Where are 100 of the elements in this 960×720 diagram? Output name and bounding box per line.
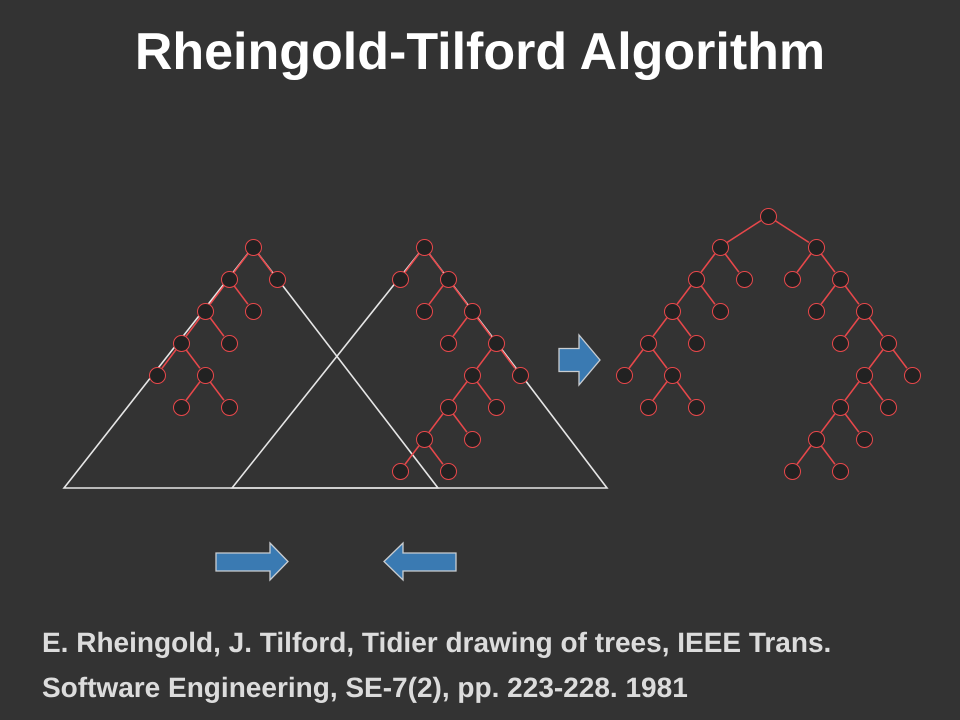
tree-edge: [452, 381, 468, 401]
tree-edge: [404, 445, 420, 465]
tree-node: [416, 238, 432, 256]
tree-node: [220, 270, 238, 288]
tree-node: [392, 462, 408, 480]
tree-edge: [820, 253, 836, 273]
tree-node: [172, 334, 190, 352]
tree-node: [416, 430, 432, 448]
tree-edge: [844, 285, 860, 305]
tree-edge: [820, 285, 836, 305]
tree-edge: [452, 285, 468, 305]
tree-edge: [257, 253, 273, 273]
tree-edge: [844, 317, 860, 337]
tree-edge: [209, 317, 225, 337]
tree-node: [688, 334, 704, 352]
tree-edge: [796, 445, 812, 465]
tree-edge: [428, 445, 444, 465]
tree-edge: [209, 381, 225, 401]
tree-node: [196, 366, 214, 384]
tree-node: [784, 462, 800, 480]
tree-node: [856, 366, 872, 384]
tree-node: [808, 430, 824, 448]
tree-edge: [185, 349, 201, 369]
tree-node: [220, 334, 238, 352]
tree-node: [736, 270, 752, 288]
tree-edge: [796, 253, 812, 273]
tree-edge: [209, 285, 225, 305]
tree-node: [856, 430, 872, 448]
tree-edge: [652, 317, 668, 337]
tree-node: [244, 302, 262, 320]
tree-node: [784, 270, 800, 288]
tree-node: [856, 302, 872, 320]
tree-edge: [476, 381, 492, 401]
tree-edge: [676, 285, 692, 305]
tree-node: [832, 270, 848, 288]
tree-edge: [700, 253, 716, 273]
tree-node: [464, 366, 480, 384]
tree-edge: [185, 317, 201, 337]
tree-node: [440, 398, 456, 416]
tree-node: [440, 334, 456, 352]
tree-edge: [185, 381, 201, 401]
tree-node: [512, 366, 528, 384]
tree-edge: [233, 253, 249, 273]
tree-edge: [161, 349, 177, 369]
tree-node: [808, 238, 824, 256]
tree-edge: [820, 413, 836, 433]
tree-node: [488, 334, 504, 352]
tree-node: [488, 398, 504, 416]
tree-node: [880, 398, 896, 416]
tree-node: [832, 334, 848, 352]
tree-edge: [628, 349, 644, 369]
tree-edge: [820, 445, 836, 465]
tree-edge: [844, 413, 860, 433]
tree-edge: [476, 317, 492, 337]
tree-node: [464, 302, 480, 320]
tree-node: [640, 334, 656, 352]
tree-edge: [726, 220, 762, 244]
tree-edge: [428, 285, 444, 305]
tree-edge: [428, 253, 444, 273]
tree-node: [832, 398, 848, 416]
tree-node: [616, 366, 632, 384]
tree-node: [832, 462, 848, 480]
tree-node: [268, 270, 286, 288]
tree-edge: [774, 220, 810, 244]
tree-edge: [676, 381, 692, 401]
tree-node: [172, 398, 190, 416]
tree-edge: [404, 253, 420, 273]
tree-edge: [700, 285, 716, 305]
tree-edge: [452, 317, 468, 337]
tree-node: [712, 302, 728, 320]
tree-edge: [676, 317, 692, 337]
tree-edge: [868, 317, 884, 337]
tree-edge: [652, 381, 668, 401]
tree-edge: [724, 253, 740, 273]
tree-edge: [428, 413, 444, 433]
tree-node: [244, 238, 262, 256]
tree-node: [148, 366, 166, 384]
tree-node: [464, 430, 480, 448]
tree-node: [688, 270, 704, 288]
citation-caption: E. Rheingold, J. Tilford, Tidier drawing of trees, IEEE Trans. Software Engineering, SE-7(2), pp. 223-228. 1981: [42, 626, 832, 705]
tree-node: [440, 462, 456, 480]
tree-node: [640, 398, 656, 416]
tree-node: [904, 366, 920, 384]
tree-edge: [233, 285, 249, 305]
tree-edge: [476, 349, 492, 369]
tree-node: [196, 302, 214, 320]
tree-edge: [652, 349, 668, 369]
tree-node: [688, 398, 704, 416]
tree-edge: [868, 349, 884, 369]
tree-edge: [892, 349, 908, 369]
tree-node: [392, 270, 408, 288]
tree-edge: [868, 381, 884, 401]
tree-node: [760, 208, 776, 224]
title: Rheingold-Tilford Algorithm: [134, 22, 826, 82]
tree-edge: [500, 349, 516, 369]
tree-node: [880, 334, 896, 352]
tree-edge: [844, 381, 860, 401]
tree-node: [664, 302, 680, 320]
tree-node: [664, 366, 680, 384]
tree-node: [440, 270, 456, 288]
